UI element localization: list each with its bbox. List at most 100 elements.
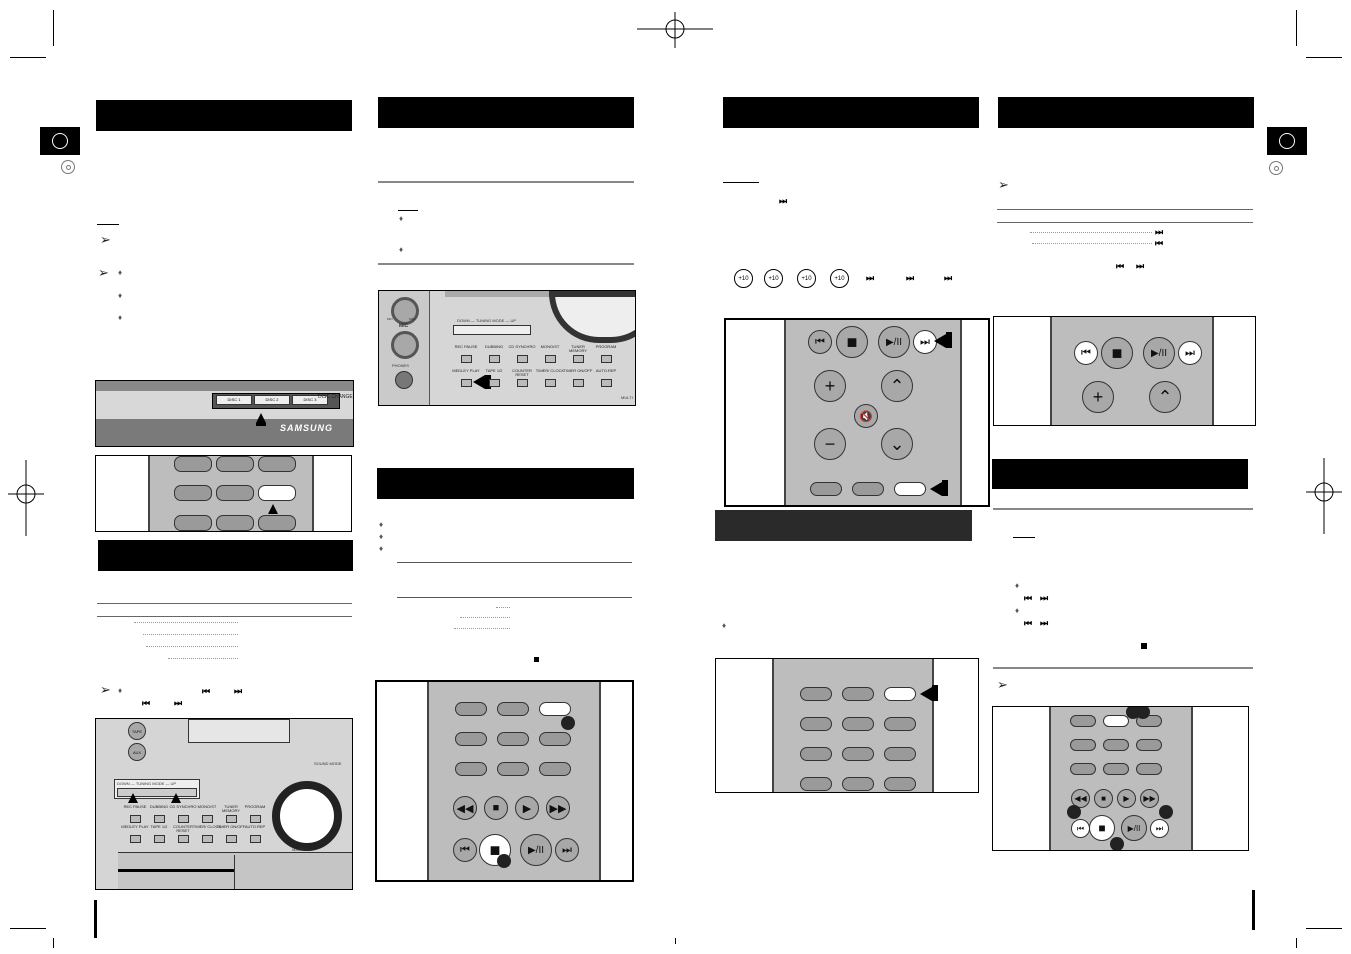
remote-keypad-figure-2 xyxy=(715,658,979,793)
mic-label: MIC xyxy=(399,323,409,329)
panel-top-strip xyxy=(96,381,353,391)
play-icon: ▶ xyxy=(1117,789,1136,808)
remote-program-figure: ◀◀ ■ ▶ ▶▶ ⏮ ■ ▶/II ⏭ xyxy=(992,706,1249,851)
panel-button xyxy=(202,815,213,823)
section-header-bar xyxy=(998,97,1254,128)
next-track-icon: ⏭ xyxy=(1040,593,1048,603)
play-pause-icon: ▶/II xyxy=(520,834,552,866)
panel-button xyxy=(601,379,612,387)
phones-label: PHONES xyxy=(392,363,409,368)
disc-2-button[interactable]: DISC 2 xyxy=(254,395,290,405)
panel-button xyxy=(202,835,213,843)
fast-forward-icon: ▶▶ xyxy=(1140,789,1159,808)
previous-track-icon: ⏮ xyxy=(142,698,150,708)
remote-key xyxy=(1070,763,1096,775)
panel-button xyxy=(545,379,556,387)
bullet-diamond-icon: ♦ xyxy=(399,245,404,254)
crop-mark xyxy=(53,10,54,46)
registration-mark-right xyxy=(1306,458,1342,534)
crop-mark xyxy=(1296,938,1297,948)
stop-icon xyxy=(534,657,539,662)
disc-2-label: DISC 2 xyxy=(265,397,279,402)
panel-button-label: COUNTER RESET xyxy=(173,824,193,833)
tuning-down-icon: ⌄ xyxy=(881,428,913,460)
remote-key xyxy=(800,747,832,761)
crop-mark xyxy=(1306,57,1342,58)
control-panel-figure-1: MIN MAX MIC PHONES DOWN — TUNING MODE — … xyxy=(378,290,636,406)
note-underline xyxy=(398,210,418,211)
remote-stop-figure: ◀◀ ■ ▶ ▶▶ ⏮ ■ ▶/II ⏭ xyxy=(375,680,634,882)
panel-button-label: TAPE 1/2 xyxy=(150,824,168,829)
dotted-leader xyxy=(496,607,510,609)
disc-3-button[interactable]: DISC 3 xyxy=(292,395,328,405)
disc-1-button[interactable]: DISC 1 xyxy=(216,395,252,405)
plus10-button-icon: +10 xyxy=(764,269,783,288)
remote-key xyxy=(497,702,529,716)
disc-icon xyxy=(1269,161,1283,175)
remote-key xyxy=(455,762,487,776)
panel-button-label: AUTO.REP xyxy=(244,824,266,829)
remote-skip-figure: ⏮ ■ ▶/II ⏭ + ⌃ 🔇 − ⌄ xyxy=(724,318,990,507)
tuning-buttons xyxy=(453,325,531,335)
remote-key xyxy=(1103,739,1129,751)
previous-track-icon: ⏮ xyxy=(202,686,210,696)
remote-key xyxy=(455,702,487,716)
panel-button xyxy=(154,835,165,843)
pointer-arrow-icon xyxy=(473,375,485,389)
language-tab-left xyxy=(40,127,80,155)
previous-track-icon: ⏮ xyxy=(1074,341,1098,365)
panel-divider xyxy=(234,855,235,889)
next-track-icon: ⏭ xyxy=(1178,341,1202,365)
cd-window xyxy=(188,719,290,743)
mic-jack xyxy=(391,331,419,359)
rewind-icon: ◀◀ xyxy=(453,796,477,820)
play-icon: ▶ xyxy=(515,796,539,820)
section-header-bar xyxy=(98,540,353,571)
bullet-diamond-icon: ♦ xyxy=(379,544,384,553)
next-track-icon: ⏭ xyxy=(1155,227,1163,237)
next-track-icon: ⏭ xyxy=(866,273,874,283)
section-rule xyxy=(993,508,1253,510)
section-rule xyxy=(378,263,634,265)
next-track-icon: ⏭ xyxy=(1040,618,1048,628)
highlighted-remote-key xyxy=(258,485,296,501)
crop-mark xyxy=(53,938,54,948)
remote-keypad-figure xyxy=(95,455,352,532)
pointer-arrow-icon xyxy=(268,504,278,514)
panel-button-label: TIMER/ CLOCK xyxy=(535,368,565,373)
remote-key xyxy=(842,747,874,761)
cd-tray xyxy=(549,291,635,343)
next-track-icon: ⏭ xyxy=(555,838,579,862)
language-tab-right xyxy=(1267,127,1307,155)
step-marker xyxy=(1110,837,1124,850)
aux-button: AUX xyxy=(128,743,146,761)
circle-icon xyxy=(52,133,68,149)
panel-button xyxy=(154,815,165,823)
step-marker xyxy=(561,716,575,730)
volume-up-icon: + xyxy=(1082,381,1114,413)
section-rule xyxy=(993,667,1253,669)
section-header-bar xyxy=(992,459,1248,489)
next-track-icon: ⏭ xyxy=(174,698,182,708)
stop-icon: ■ xyxy=(1094,789,1113,808)
remote-key xyxy=(842,777,874,791)
dotted-leader xyxy=(134,622,238,624)
remote-key xyxy=(216,456,254,472)
step-marker xyxy=(1067,805,1081,819)
remote-key xyxy=(884,747,916,761)
panel-button-label: DUBBING xyxy=(484,344,504,349)
plus10-button-icon: +10 xyxy=(734,269,753,288)
panel-button xyxy=(601,355,612,363)
panel-button-label: TIMER ON/OFF xyxy=(563,368,593,373)
next-track-icon: ⏭ xyxy=(234,686,242,696)
previous-track-icon: ⏮ xyxy=(808,330,832,354)
panel-button xyxy=(489,379,500,387)
remote-key xyxy=(842,687,874,701)
panel-button-label: MEDLEY PLAY xyxy=(452,368,480,373)
crop-mark xyxy=(10,928,46,929)
crop-mark xyxy=(1296,10,1297,46)
note-arrow-icon: ➢ xyxy=(997,677,1008,692)
panel-top-strip xyxy=(445,291,635,297)
bullet-diamond-icon: ♦ xyxy=(399,214,404,223)
remote-key xyxy=(1136,739,1162,751)
